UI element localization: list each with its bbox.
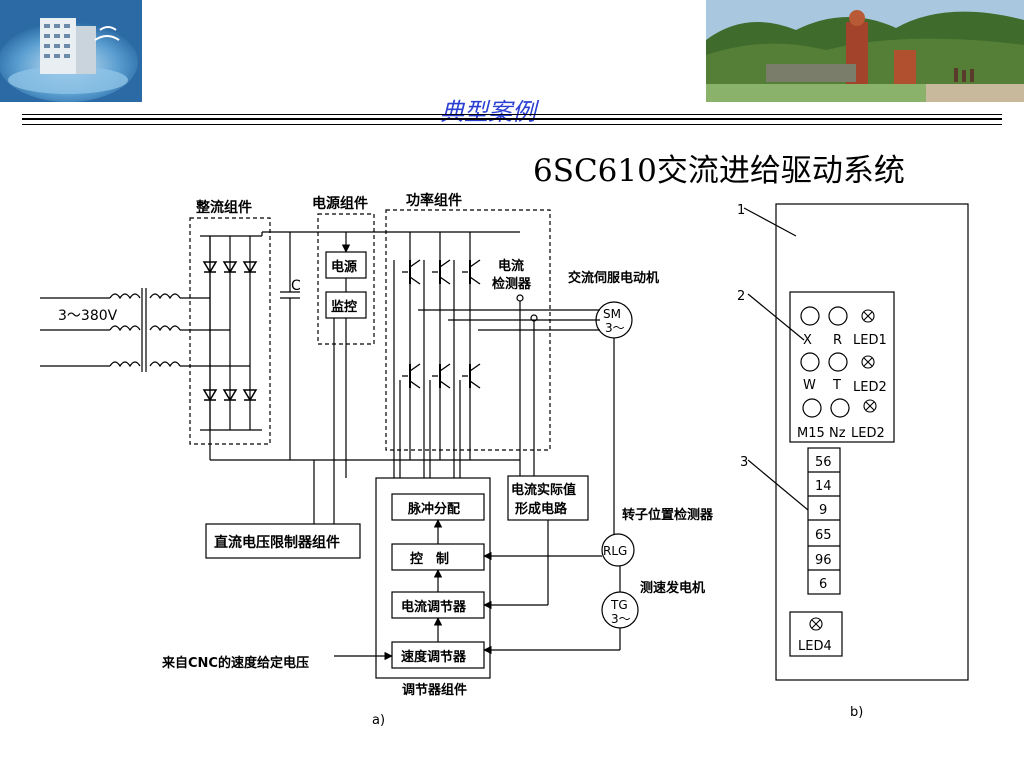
led4-box (789, 611, 843, 657)
callout-2: 2 (737, 289, 745, 304)
current-actual-label-2: 形成电路 (515, 501, 568, 517)
terminal-strip (807, 447, 841, 595)
campus-logo-photo (0, 0, 142, 102)
terminal-65: 65 (815, 528, 832, 543)
led4-label: LED4 (798, 639, 832, 654)
led-label-m15: M15 (797, 426, 825, 441)
callout-3: 3 (740, 455, 748, 470)
dc-limiter-label: 直流电压限制器组件 (214, 534, 340, 551)
capacitor-label: C (291, 278, 301, 294)
rotor-detector-label: 转子位置检测器 (622, 507, 714, 523)
tacho-label: 测速发电机 (640, 580, 705, 596)
current-regulator-label: 电流调节器 (401, 599, 467, 615)
tg-phase: 3～ (611, 612, 631, 626)
caption-a: a) (372, 713, 385, 728)
power-box-label: 电源 (331, 259, 357, 275)
pulse-distribution-label: 脉冲分配 (407, 501, 460, 517)
header-rule-top (22, 114, 1002, 115)
terminal-96: 96 (815, 553, 832, 568)
power-module-label: 功率组件 (406, 192, 462, 209)
led-label-w: W (803, 378, 816, 393)
caption-b: b) (850, 705, 863, 720)
terminal-9: 9 (819, 503, 827, 518)
cnc-input-label: 来自CNC的速度给定电压 (161, 655, 309, 671)
led-label-t: T (832, 378, 841, 393)
igbt-switches (401, 259, 481, 389)
led-label-x: X (803, 333, 812, 348)
tg-label: TG (610, 598, 628, 612)
terminal-56: 56 (815, 455, 832, 470)
sm-label: SM (603, 307, 621, 321)
led-label-r: R (833, 333, 842, 348)
control-label: 控 制 (410, 551, 449, 567)
led-label-led1: LED1 (853, 333, 887, 348)
regulator-group-label: 调节器组件 (402, 682, 467, 698)
rectifier-box (189, 217, 271, 445)
power-supply-label: 电源组件 (312, 195, 368, 212)
supply-voltage-label: 3～380V (58, 308, 118, 324)
led-label-nz: Nz (829, 426, 846, 441)
campus-gate-photo (706, 0, 1024, 102)
led-label-led2: LED2 (853, 380, 887, 395)
speed-regulator-label: 速度调节器 (401, 649, 467, 665)
header-rule-bottom (22, 124, 1002, 125)
current-detector-label-1: 电流 (498, 258, 524, 274)
current-detector-label-2: 检测器 (492, 276, 532, 292)
header-rule-middle (22, 118, 1002, 120)
current-actual-label-1: 电流实际值 (511, 482, 576, 498)
crossed-led-indicators (809, 309, 877, 631)
terminal-14: 14 (815, 479, 832, 494)
rlg-label: RLG (603, 544, 627, 558)
slide-title: 6SC610交流进给驱动系统 (533, 153, 905, 189)
section-label: 典型案例 (440, 98, 536, 126)
terminal-6: 6 (819, 577, 827, 592)
servo-motor-label: 交流伺服电动机 (568, 270, 659, 286)
monitor-box-label: 监控 (331, 299, 357, 315)
led-panel (789, 291, 895, 443)
rectifier-label: 整流组件 (195, 199, 252, 216)
led-label-led2-b: LED2 (851, 426, 885, 441)
sm-phase: 3～ (605, 321, 625, 335)
drive-module-panel (775, 203, 969, 681)
callout-1: 1 (737, 203, 745, 218)
